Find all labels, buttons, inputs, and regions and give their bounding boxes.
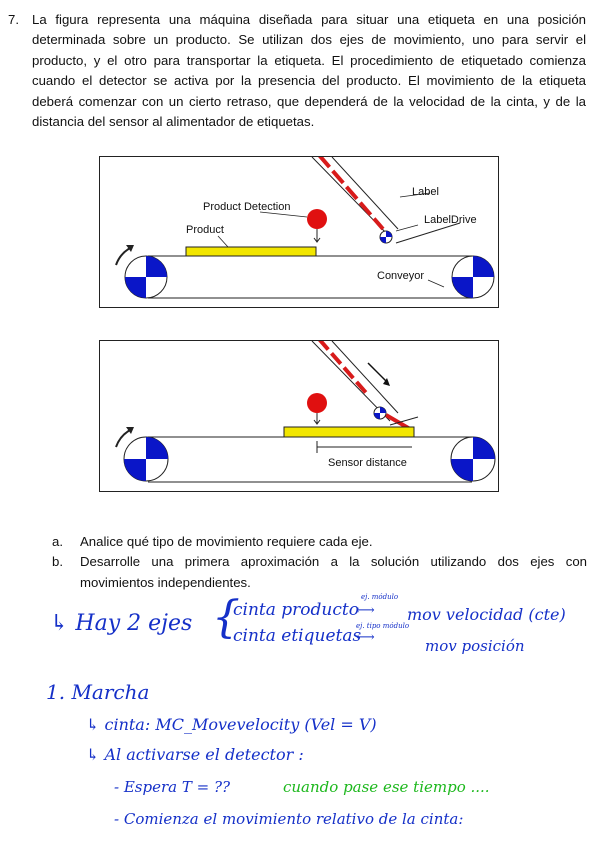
label-strip (318, 157, 385, 231)
label-motion-arrow (383, 378, 390, 386)
hw-arrow-2: ⟷ (356, 630, 375, 645)
product-detection-sensor-2 (307, 393, 327, 413)
figure-2: Sensor distance (99, 340, 499, 492)
question-text: Desarrolle una primera aproximación a la… (80, 554, 587, 590)
hw-al-activarse: ↳ Al activarse el detector : (86, 745, 304, 764)
product-box-2 (283, 426, 415, 438)
right-wheel-2 (450, 436, 496, 482)
hw-cinta-producto: cinta producto (233, 600, 359, 620)
figure-2-drawing: Sensor distance (115, 341, 496, 483)
hw-brace: { (212, 592, 240, 643)
right-wheel (451, 255, 495, 299)
figure-1-drawing: Label LabelDrive Product Detection Produ… (115, 157, 495, 299)
left-wheel (124, 255, 168, 299)
hw-marcha: 1. Marcha (46, 680, 150, 704)
question-marker: a. (52, 534, 63, 549)
product-detection-sensor (307, 209, 327, 229)
left-wheel-2 (123, 436, 169, 482)
hw-comienza: - Comienza el movimiento relativo de la … (114, 810, 464, 828)
product-box (185, 246, 317, 257)
hw-mov-velocidad: mov velocidad (cte) (407, 605, 566, 624)
label-drive-wheel (379, 230, 393, 244)
fig1-label-text: Label (412, 186, 439, 198)
exercise-number: 7. (8, 12, 19, 27)
fig1-labeldrive-text: LabelDrive (424, 214, 477, 226)
hw-mov-posicion: mov posición (425, 637, 525, 655)
exercise-text: La figura representa una máquina diseñad… (32, 12, 586, 130)
question-b: b. Desarrolle una primera aproximación a… (52, 552, 587, 593)
figure-1: Label LabelDrive Product Detection Produ… (99, 156, 499, 308)
hw-ej-tipo-modulo: ej. tipo módulo (356, 622, 410, 630)
hw-arrow-1: ⟷ (356, 603, 375, 618)
hw-cinta-etiquetas: cinta etiquetas (233, 626, 362, 646)
hw-espera: - Espera T = ?? (114, 778, 231, 796)
question-text: Analice qué tipo de movimiento requiere … (80, 534, 373, 549)
question-marker: b. (52, 554, 63, 570)
fig2-sensor-distance-text: Sensor distance (328, 457, 407, 469)
label-drive-wheel-2 (373, 406, 387, 420)
hw-ej-modulo: ej. módulo (361, 593, 399, 601)
fig1-product-detection-text: Product Detection (203, 201, 290, 213)
hw-cinta-mc: ↳ cinta: MC_Movevelocity (Vel = V) (86, 715, 377, 734)
question-list: a. Analice qué tipo de movimiento requie… (52, 532, 587, 593)
hw-cuando: cuando pase ese tiempo .... (283, 778, 490, 796)
fig1-conveyor-text: Conveyor (377, 270, 424, 282)
question-a: a. Analice qué tipo de movimiento requie… (52, 532, 587, 552)
fig1-product-text: Product (186, 224, 224, 236)
hw-hay-dos-ejes: ↳ Hay 2 ejes (50, 611, 193, 636)
